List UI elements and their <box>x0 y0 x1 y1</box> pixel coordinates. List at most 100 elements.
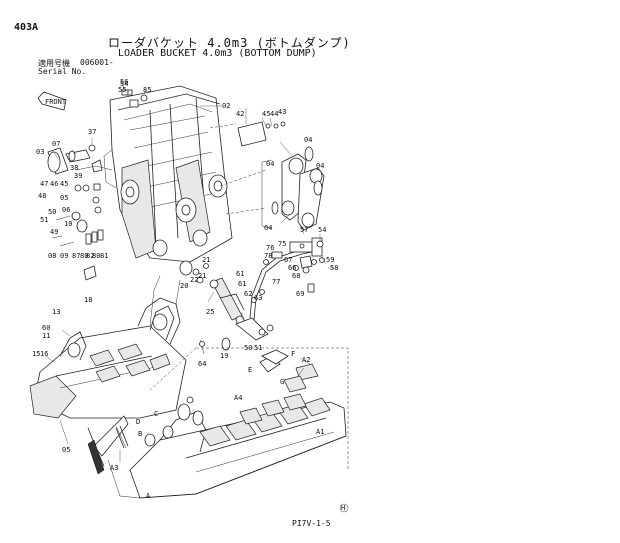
part-label: 49 <box>50 228 58 236</box>
tooth-adapters <box>259 349 319 393</box>
left-pin-assembly <box>47 144 113 281</box>
part-label: 77 <box>272 278 280 286</box>
part-label: 20 <box>180 282 188 290</box>
leader-lines <box>45 105 334 462</box>
part-label: 60 <box>42 324 50 332</box>
part-label: 38 <box>70 164 78 172</box>
bucket-lower-section <box>107 393 347 499</box>
part-label: 85 <box>143 86 151 94</box>
part-label: 67 <box>284 256 292 264</box>
part-label: 68 <box>292 272 300 280</box>
part-label: 81 <box>100 252 108 260</box>
callout-letter: B <box>138 430 142 438</box>
page-title-english: LOADER BUCKET 4.0m3 (BOTTOM DUMP) <box>118 48 317 59</box>
part-label: 03 <box>36 148 44 156</box>
part-label: 62 <box>244 290 252 298</box>
part-label: 69 <box>296 290 304 298</box>
valve-fittings <box>289 234 325 293</box>
part-label: 02 <box>222 102 230 110</box>
part-label: 63 <box>254 294 262 302</box>
part-label: 21 <box>198 272 206 280</box>
part-label: 59 <box>326 256 334 264</box>
part-label: 06 <box>62 206 70 214</box>
bucket-body <box>29 275 187 475</box>
part-label: 43 <box>278 108 286 116</box>
callout-letter: A <box>146 492 151 500</box>
part-label: 05 <box>60 194 68 202</box>
part-label: 04 <box>264 224 272 232</box>
drawing-code: PI7V-1-5 <box>292 519 331 528</box>
serial-label-english: Serial No. <box>38 67 87 76</box>
part-label: 54 <box>120 80 128 88</box>
callout-letter: D <box>136 418 140 426</box>
part-label: 04 <box>316 162 324 170</box>
bucket-arm-frame <box>103 85 233 276</box>
part-label: 57 <box>300 226 308 234</box>
cover-plate <box>237 117 286 147</box>
part-label: 45 <box>262 110 270 118</box>
part-label: 80 <box>92 252 100 260</box>
callout-letter: A2 <box>302 356 310 364</box>
part-label: 48 <box>38 192 46 200</box>
part-label: 75 <box>278 240 286 248</box>
part-label: 04 <box>266 160 274 168</box>
part-label: 21 <box>202 256 210 264</box>
front-direction-marker: FRONT <box>37 91 67 111</box>
part-label: 10 <box>64 220 72 228</box>
callout-letter: E <box>248 366 252 374</box>
part-label: 08 <box>48 252 56 260</box>
part-label: 80 <box>80 252 88 260</box>
part-label: 09 <box>60 252 68 260</box>
part-label: 42 <box>236 110 244 118</box>
part-label: 82 <box>86 252 94 260</box>
callout-letter: G <box>280 378 284 386</box>
serial-label-japanese: 適用号機 <box>38 59 70 68</box>
callout-letter: A4 <box>234 394 242 402</box>
part-label: 15 <box>32 350 40 358</box>
registered-mark: H <box>339 503 349 513</box>
front-marker-label: FRONT <box>45 98 67 106</box>
part-label: 58 <box>330 264 338 272</box>
part-label: 37 <box>88 128 96 136</box>
part-label: 51 <box>40 216 48 224</box>
registered-mark-letter: H <box>341 504 345 512</box>
part-label: 13 <box>52 308 60 316</box>
part-label: 50 <box>48 208 56 216</box>
part-label: 04 <box>304 136 312 144</box>
part-label: 18 <box>84 296 92 304</box>
part-label: 39 <box>74 172 82 180</box>
linkage-bracket-detail <box>261 146 325 231</box>
part-label: 07 <box>52 140 60 148</box>
callout-letter: F <box>291 350 295 358</box>
part-label: 64 <box>198 360 206 368</box>
callout-letter: A3 <box>110 464 118 472</box>
part-label: 22 <box>190 276 198 284</box>
part-label: 55 <box>118 86 126 94</box>
part-number-labels: 54 55 56 85 02 42 45 44 43 04 04 04 04 3… <box>32 78 338 454</box>
part-label: 05 <box>62 446 70 454</box>
part-label: 16 <box>40 350 48 358</box>
part-label: 50 <box>244 344 252 352</box>
part-label: 87 <box>72 252 80 260</box>
part-label: 61 <box>236 270 244 278</box>
part-label: 44 <box>270 110 278 118</box>
part-label: 46 <box>50 180 58 188</box>
serial-number-value: 006001- <box>80 58 114 67</box>
part-label: 11 <box>42 332 50 340</box>
page-title-japanese: ローダバケット 4.0m3 (ボトムダンプ) <box>108 36 351 50</box>
callout-letter: C <box>154 410 158 418</box>
part-label: 25 <box>206 308 214 316</box>
part-label: 45 <box>60 180 68 188</box>
letter-callouts: F A2 E G A4 C D B A1 A3 A <box>110 350 324 500</box>
part-label: 51 <box>254 344 262 352</box>
part-label: 66 <box>288 264 296 272</box>
part-label: 56 <box>120 78 128 86</box>
callout-letter: A1 <box>316 428 324 436</box>
bucket-pin <box>115 425 129 449</box>
page-code: 403A <box>14 22 39 33</box>
hydraulic-cylinder <box>192 263 274 355</box>
part-label: 61 <box>238 280 246 288</box>
part-label: 76 <box>266 244 274 252</box>
part-label: 54 <box>318 226 326 234</box>
